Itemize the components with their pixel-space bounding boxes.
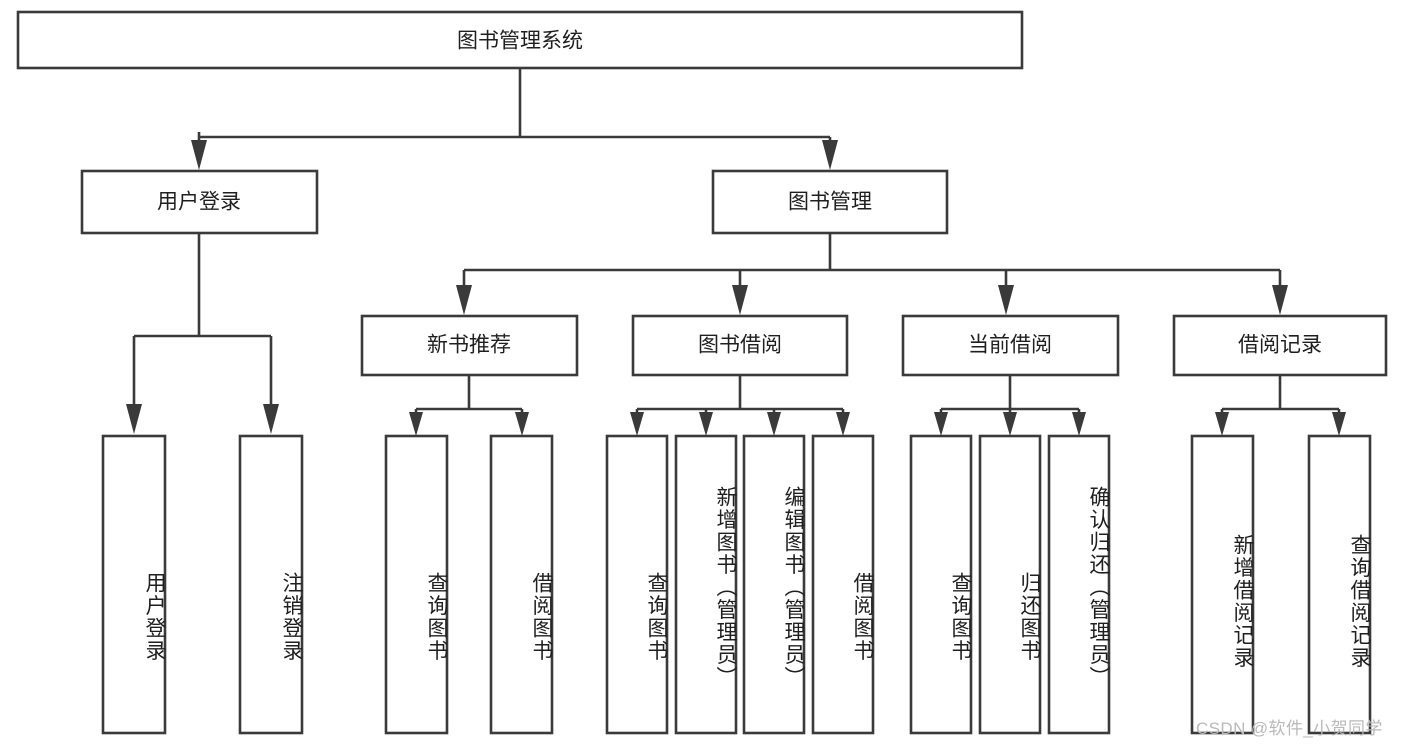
leaf-box-cb-query-book[interactable] [909, 434, 973, 735]
node-user-login[interactable]: 用户登录 [80, 169, 319, 235]
leaf-box-cb-return-book[interactable] [978, 434, 1042, 735]
leaf-box-user-login[interactable] [101, 434, 167, 735]
arrowhead-br-leaf2 [1332, 412, 1346, 436]
node-new-book-recommend-box[interactable] [360, 314, 579, 377]
node-root[interactable]: 图书管理系统 [16, 10, 1024, 70]
node-current-borrow-label: 当前借阅 [968, 334, 1052, 357]
arrowhead-new-book [456, 285, 472, 315]
node-borrow-record-box[interactable] [1172, 314, 1388, 377]
arrowhead-user-login [191, 140, 207, 170]
node-borrow-record[interactable]: 借阅记录 [1172, 314, 1388, 377]
arrowhead-nb-leaf2 [515, 412, 529, 436]
arrowhead-leaf-logout [263, 404, 279, 434]
node-borrow-record-label: 借阅记录 [1238, 334, 1322, 357]
node-book-management[interactable]: 图书管理 [711, 169, 949, 235]
node-current-borrow[interactable]: 当前借阅 [901, 314, 1120, 377]
arrowhead-bb-leaf4 [836, 412, 850, 436]
arrowhead-current-borrow [998, 285, 1014, 315]
arrowhead-bb-leaf1 [630, 412, 644, 436]
arrowhead-cb-leaf2 [1003, 412, 1017, 436]
node-user-login-label: 用户登录 [157, 191, 241, 214]
node-book-management-label: 图书管理 [788, 191, 872, 214]
leaf-box-bb-edit-book[interactable] [742, 434, 806, 735]
leaf-box-bb-query-book[interactable] [605, 434, 669, 735]
node-root-box[interactable] [16, 10, 1024, 70]
leaf-box-nb-borrow-book[interactable] [489, 434, 554, 735]
node-book-borrow-label: 图书借阅 [698, 334, 782, 357]
leaf-box-logout[interactable] [238, 434, 304, 735]
arrowhead-bb-leaf3 [767, 412, 781, 436]
leaf-box-cb-confirm-return[interactable] [1047, 434, 1111, 735]
leaf-box-br-query-record[interactable] [1307, 434, 1372, 735]
arrowhead-book-borrow [732, 285, 748, 315]
node-root-label: 图书管理系统 [457, 30, 583, 53]
arrowhead-book-mgmt [822, 140, 838, 170]
node-book-management-box[interactable] [711, 169, 949, 235]
node-book-borrow-box[interactable] [631, 314, 849, 377]
leaf-box-nb-query-book[interactable] [384, 434, 449, 735]
leaf-box-br-add-record[interactable] [1190, 434, 1255, 735]
arrowhead-br-leaf1 [1215, 412, 1229, 436]
leaf-box-bb-borrow-book[interactable] [811, 434, 875, 735]
arrowhead-leaf-user-login [126, 404, 142, 434]
arrowhead-cb-leaf3 [1072, 412, 1086, 436]
arrowhead-cb-leaf1 [934, 412, 948, 436]
arrowhead-nb-leaf1 [409, 412, 423, 436]
csdn-watermark: CSDN @软件_小贺同学 [1196, 719, 1383, 738]
leaf-box-bb-add-book[interactable] [674, 434, 738, 735]
arrowhead-layer [126, 140, 1346, 436]
node-user-login-box[interactable] [80, 169, 319, 235]
arrowhead-bb-leaf2 [699, 412, 713, 436]
node-book-borrow[interactable]: 图书借阅 [631, 314, 849, 377]
node-new-book-recommend-label: 新书推荐 [427, 334, 511, 357]
arrowhead-borrow-record [1272, 285, 1288, 315]
node-current-borrow-box[interactable] [901, 314, 1120, 377]
node-new-book-recommend[interactable]: 新书推荐 [360, 314, 579, 377]
